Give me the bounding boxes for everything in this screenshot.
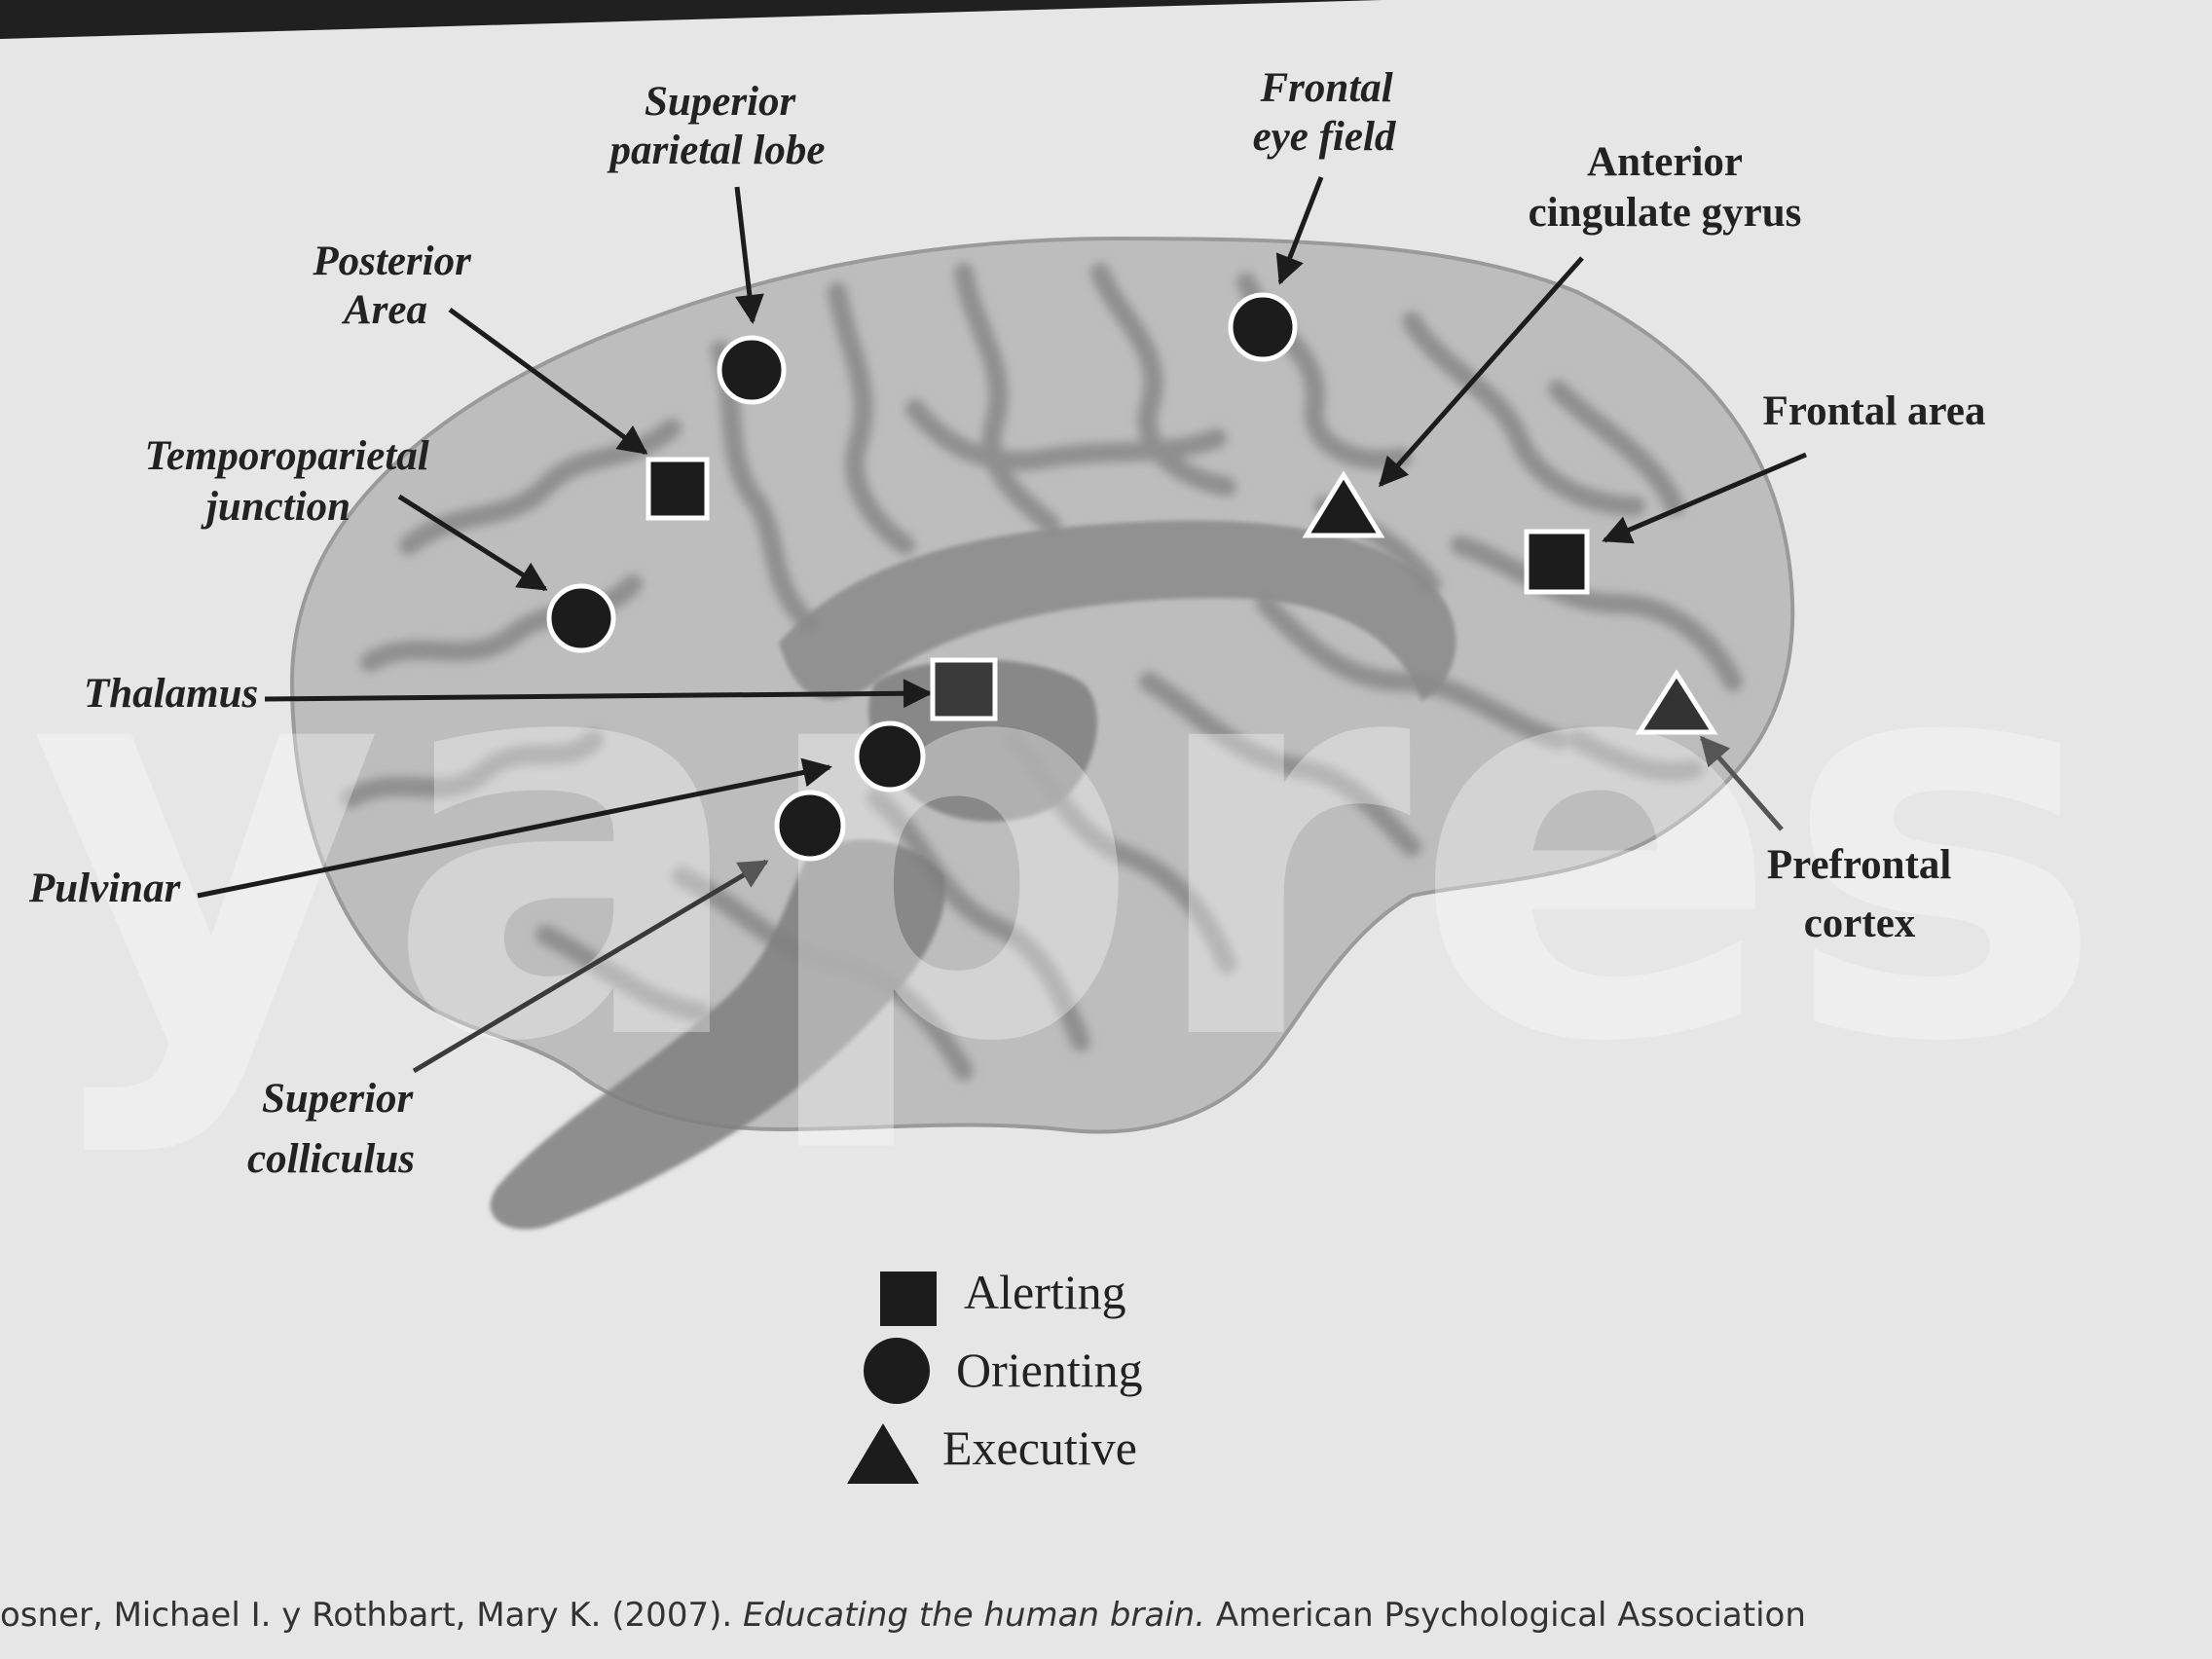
corpus-callosum bbox=[779, 520, 1456, 701]
label-posterior-area: Posterior Area bbox=[312, 239, 481, 333]
square-icon bbox=[1524, 529, 1590, 595]
leader-superior-colliculus bbox=[412, 859, 769, 1074]
network-markers bbox=[546, 292, 1718, 862]
circle-icon bbox=[1228, 292, 1298, 362]
label-frontal-eye-field: Frontal eye field bbox=[1253, 65, 1404, 160]
leader-thalamus bbox=[264, 679, 933, 709]
leader-posterior-area bbox=[448, 307, 648, 456]
citation-authors: osner, Michael I. y Rothbart, Mary K. (2… bbox=[0, 1596, 743, 1635]
circle-icon bbox=[864, 1338, 930, 1404]
square-icon bbox=[880, 1272, 937, 1326]
label-prefrontal-cortex: Prefrontal cortex bbox=[1767, 842, 1962, 946]
leader-prefrontal-cortex bbox=[1700, 735, 1784, 831]
leader-frontal-eye-field bbox=[1275, 176, 1324, 285]
citation-title: Educating the human brain. bbox=[743, 1596, 1205, 1635]
circle-icon bbox=[854, 720, 926, 793]
circle-icon bbox=[717, 335, 787, 405]
cortex-sulci bbox=[341, 263, 1743, 1081]
square-icon bbox=[930, 657, 998, 721]
leader-anterior-cingulate-gyrus bbox=[1379, 256, 1584, 488]
triangle-icon bbox=[847, 1423, 919, 1484]
screen-edge bbox=[0, 0, 1382, 39]
label-frontal-area: Frontal area bbox=[1763, 388, 1986, 434]
triangle-icon bbox=[1635, 669, 1718, 735]
triangle-icon bbox=[1302, 470, 1385, 538]
label-anterior-cingulate-gyrus: Anterior cingulate gyrus bbox=[1529, 139, 1802, 236]
leader-frontal-area bbox=[1602, 452, 1807, 544]
citation: osner, Michael I. y Rothbart, Mary K. (2… bbox=[0, 1596, 1806, 1635]
circle-icon bbox=[774, 790, 846, 862]
legend-label-executive: Executive bbox=[942, 1420, 1137, 1475]
square-icon bbox=[645, 457, 710, 521]
legend-label-orienting: Orienting bbox=[956, 1343, 1143, 1397]
brainstem bbox=[490, 839, 946, 1230]
leader-lines bbox=[197, 176, 1807, 1074]
leader-temporoparietal-junction bbox=[397, 494, 548, 592]
label-superior-parietal-lobe: Superior parietal lobe bbox=[607, 79, 826, 173]
legend-label-alerting: Alerting bbox=[964, 1265, 1126, 1319]
circle-icon bbox=[546, 583, 616, 653]
label-pulvinar: Pulvinar bbox=[28, 866, 182, 911]
legend: Alerting Orienting Executive bbox=[847, 1265, 1143, 1484]
leader-superior-parietal-lobe bbox=[734, 186, 764, 324]
label-superior-colliculus: Superior colliculus bbox=[247, 1076, 424, 1182]
citation-publisher: American Psychological Association bbox=[1205, 1596, 1806, 1635]
watermark: yapres bbox=[29, 527, 2106, 1161]
leader-pulvinar bbox=[197, 757, 832, 899]
label-thalamus: Thalamus bbox=[84, 671, 258, 717]
region-labels: Superior parietal lobe Frontal eye field… bbox=[28, 65, 1985, 1182]
label-temporoparietal-junction: Temporoparietal junction bbox=[145, 433, 440, 530]
